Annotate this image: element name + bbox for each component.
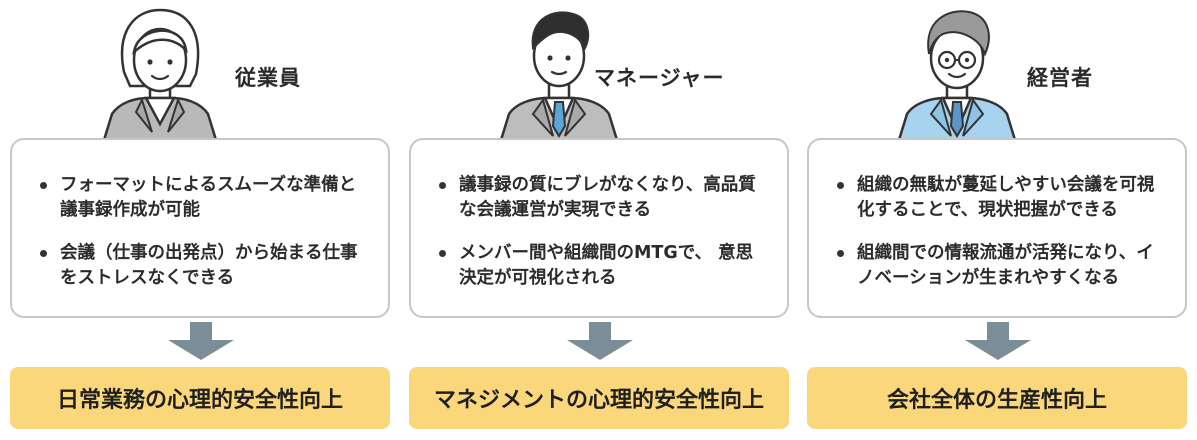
result-banner: 日常業務の心理的安全性向上: [10, 367, 390, 429]
list-item: フォーマットによるスムーズな準備と議事録作成が可能: [36, 173, 364, 223]
list-item: メンバー間や組織間のMTGで、 意思決定が可視化される: [435, 241, 763, 291]
bullet-dot-icon: [837, 250, 844, 257]
bullet-text: フォーマットによるスムーズな準備と議事録作成が可能: [60, 175, 357, 220]
bullet-dot-icon: [40, 182, 47, 189]
bullet-list: 議事録の質にブレがなくなり、高品質な会議運営が実現できる メンバー間や組織間のM…: [411, 140, 787, 291]
bullet-dot-icon: [439, 182, 446, 189]
down-arrow-icon: [965, 322, 1031, 360]
result-banner: 会社全体の生産性向上: [807, 367, 1187, 429]
bullet-dot-icon: [837, 182, 844, 189]
list-item: 組織の無駄が蔓延しやすい会議を可視化することで、現状把握ができる: [833, 173, 1161, 223]
column-employee: 従業員 フォーマットによるスムーズな準備と議事録作成が可能 会議（仕事の出発点）…: [10, 0, 394, 440]
bullet-list: フォーマットによるスムーズな準備と議事録作成が可能 会議（仕事の出発点）から始ま…: [12, 140, 388, 291]
bullet-list: 組織の無駄が蔓延しやすい会議を可視化することで、現状把握ができる 組織間での情報…: [809, 140, 1185, 291]
executive-glasses-icon: [887, 2, 1027, 140]
benefit-card: 組織の無駄が蔓延しやすい会議を可視化することで、現状把握ができる 組織間での情報…: [807, 138, 1187, 318]
bullet-text: 議事録の質にブレがなくなり、高品質な会議運営が実現できる: [459, 175, 756, 220]
result-banner: マネジメントの心理的安全性向上: [409, 367, 789, 429]
role-label: 経営者: [1027, 66, 1093, 90]
list-item: 議事録の質にブレがなくなり、高品質な会議運営が実現できる: [435, 173, 763, 223]
column-manager: マネージャー 議事録の質にブレがなくなり、高品質な会議運営が実現できる メンバー…: [409, 0, 793, 440]
list-item: 組織間での情報流通が活発になり、イノベーションが生まれやすくなる: [833, 241, 1161, 291]
role-label: マネージャー: [594, 66, 725, 90]
down-arrow-icon: [168, 322, 234, 360]
column-executive: 経営者 組織の無駄が蔓延しやすい会議を可視化することで、現状把握ができる 組織間…: [807, 0, 1191, 440]
benefit-card: フォーマットによるスムーズな準備と議事録作成が可能 会議（仕事の出発点）から始ま…: [10, 138, 390, 318]
benefit-card: 議事録の質にブレがなくなり、高品質な会議運営が実現できる メンバー間や組織間のM…: [409, 138, 789, 318]
list-item: 会議（仕事の出発点）から始まる仕事をストレスなくできる: [36, 241, 364, 291]
bullet-dot-icon: [439, 250, 446, 257]
female-employee-icon: [90, 2, 230, 140]
bullet-text: 組織間での情報流通が活発になり、イノベーションが生まれやすくなる: [857, 243, 1154, 288]
role-label: 従業員: [235, 66, 301, 90]
bullet-text: 会議（仕事の出発点）から始まる仕事をストレスなくできる: [60, 243, 358, 288]
male-manager-icon: [489, 2, 629, 140]
down-arrow-icon: [567, 322, 633, 360]
bullet-text: 組織の無駄が蔓延しやすい会議を可視化することで、現状把握ができる: [857, 175, 1155, 220]
bullet-dot-icon: [40, 250, 47, 257]
bullet-text: メンバー間や組織間のMTGで、 意思決定が可視化される: [459, 243, 754, 288]
